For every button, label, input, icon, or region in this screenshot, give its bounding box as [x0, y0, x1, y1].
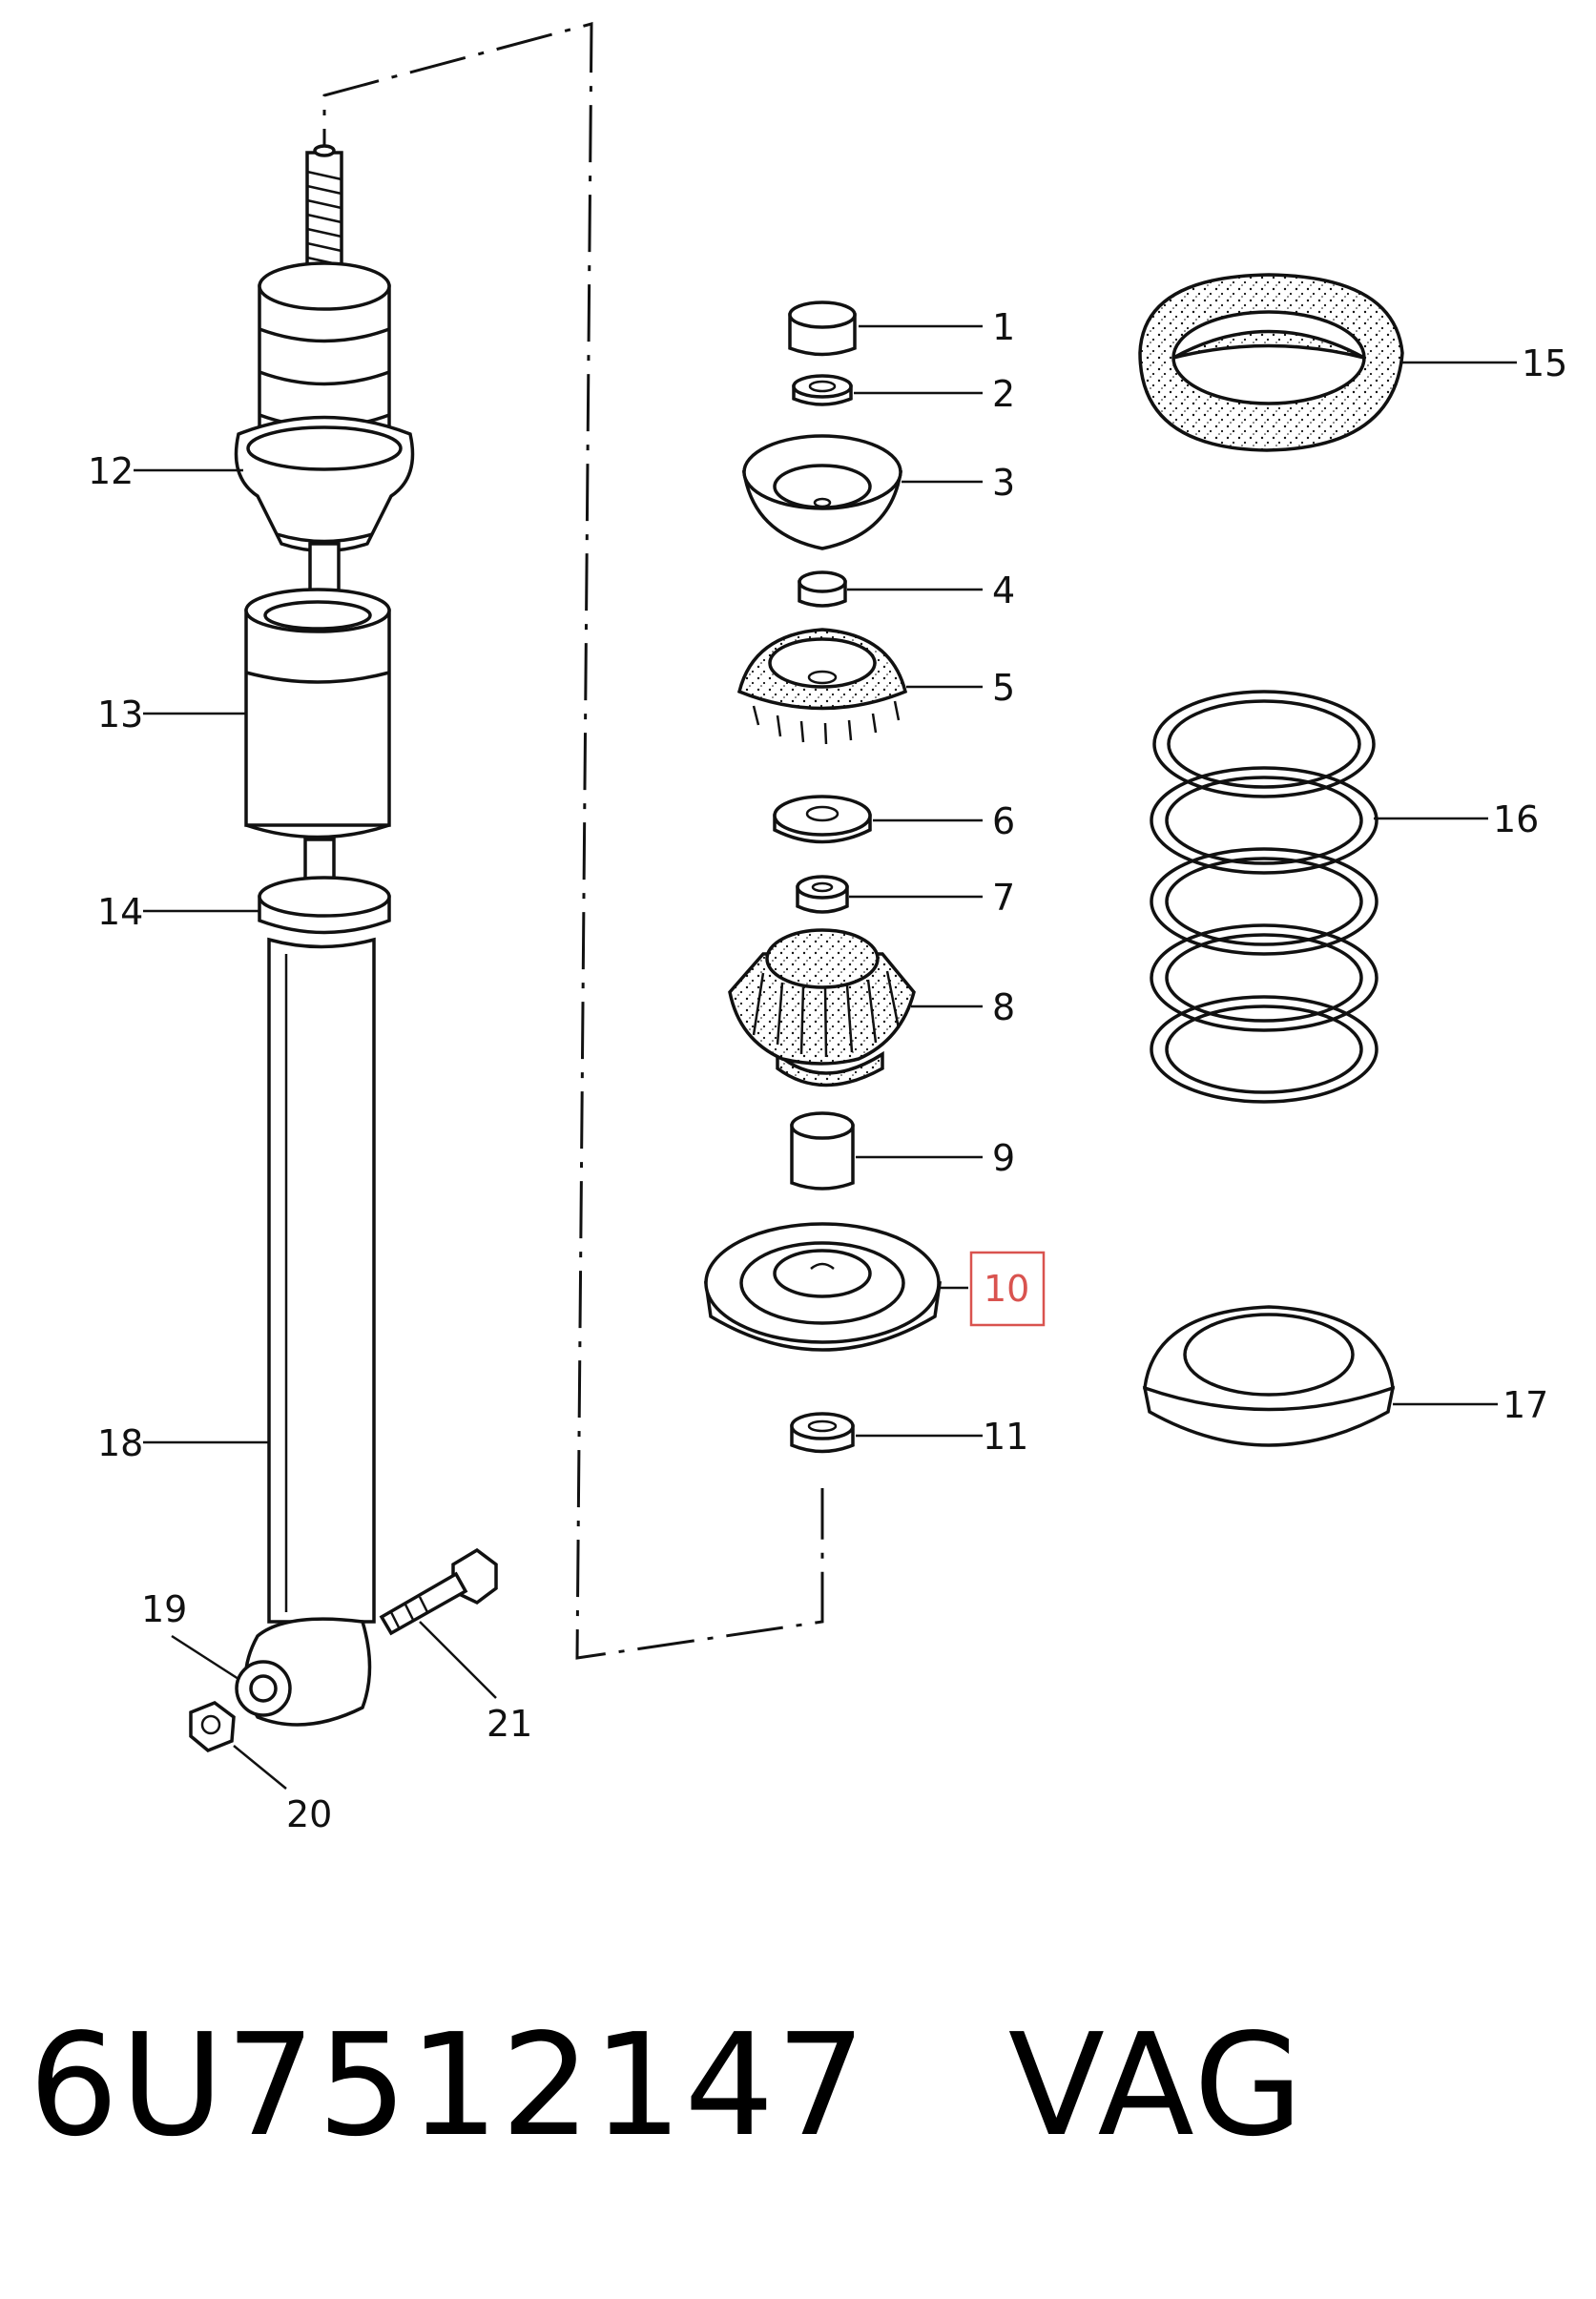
- callout-20[interactable]: 20: [286, 1793, 332, 1835]
- spring-pad-part-15: [1138, 273, 1404, 452]
- bump-stop-part-8: [728, 928, 916, 1087]
- callout-3[interactable]: 3: [992, 462, 1015, 504]
- callout-13[interactable]: 13: [97, 694, 143, 735]
- callout-2[interactable]: 2: [992, 373, 1015, 415]
- callout-15[interactable]: 15: [1522, 342, 1567, 384]
- sleeve-part-9: [790, 1111, 855, 1191]
- callout-4[interactable]: 4: [992, 570, 1015, 611]
- rubber-bearing-part-5: [736, 628, 908, 745]
- part-number: 6U7512147: [29, 2003, 868, 2167]
- coil-spring-part-16: [1150, 690, 1378, 1104]
- callout-19[interactable]: 19: [141, 1588, 187, 1630]
- washer-part-6: [773, 795, 872, 844]
- callout-1[interactable]: 1: [992, 306, 1015, 348]
- part-caption: 6U7512147 VAG: [29, 2003, 1574, 2167]
- callout-14[interactable]: 14: [97, 891, 143, 933]
- nut-part-1: [788, 300, 857, 357]
- callout-12[interactable]: 12: [88, 450, 134, 492]
- caption-spacer: [868, 2003, 1008, 2167]
- spacer-part-4: [798, 570, 847, 608]
- callout-17[interactable]: 17: [1503, 1384, 1548, 1426]
- callout-16[interactable]: 16: [1493, 798, 1539, 840]
- washer-part-2: [792, 374, 853, 406]
- callout-10[interactable]: 10: [984, 1268, 1029, 1310]
- spring-seat-part-17: [1142, 1305, 1396, 1447]
- brand-name: VAG: [1007, 2003, 1305, 2167]
- callout-21[interactable]: 21: [487, 1703, 532, 1745]
- nut: [189, 1701, 236, 1753]
- callout-5[interactable]: 5: [992, 667, 1015, 709]
- lower-mounting-eye: [235, 1617, 372, 1727]
- damper-body: [267, 937, 376, 1624]
- callout-7[interactable]: 7: [992, 877, 1015, 919]
- nut-part-7: [796, 875, 849, 914]
- callout-11[interactable]: 11: [983, 1416, 1028, 1458]
- shock-absorber-assembly: [189, 144, 498, 1753]
- spring-seat-part-10: [703, 1222, 943, 1352]
- callout-6[interactable]: 6: [992, 800, 1015, 842]
- stop-ring: [258, 876, 391, 935]
- bolt: [379, 1547, 498, 1636]
- callout-18[interactable]: 18: [97, 1422, 143, 1464]
- assembly-guide-line: [322, 22, 824, 1660]
- highlight-box: [969, 1251, 1046, 1327]
- bump-stop-bellows: [234, 261, 415, 553]
- callout-8[interactable]: 8: [992, 986, 1015, 1028]
- leader-lines: [134, 324, 1517, 1790]
- top-mount-cup-part-3: [741, 434, 903, 550]
- callout-9[interactable]: 9: [992, 1137, 1015, 1179]
- protective-tube: [244, 588, 391, 839]
- bushing-part-11: [790, 1412, 855, 1454]
